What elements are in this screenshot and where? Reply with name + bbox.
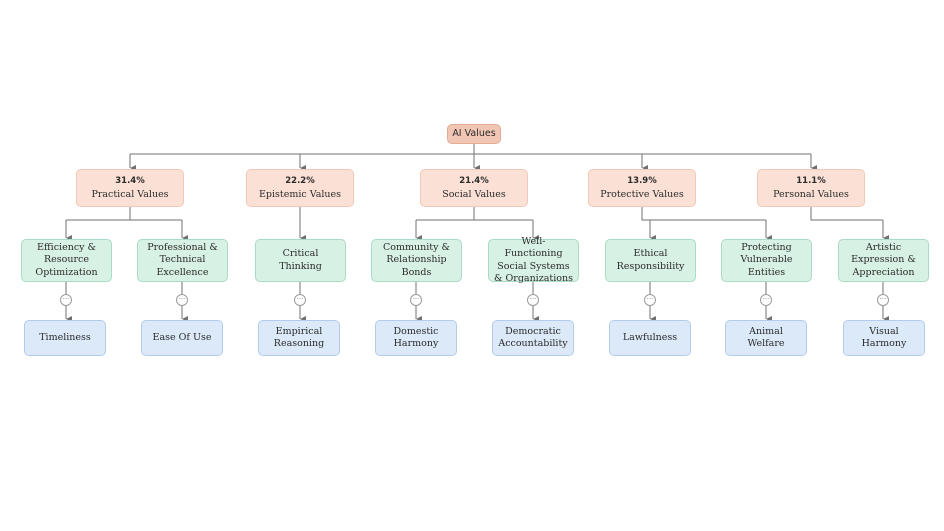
category-social-values: 21.4% Social Values [420,169,528,207]
ellipsis-icon: ··· [644,294,656,306]
category-percent: 13.9% [627,175,657,186]
category-label: Practical Values [91,188,169,200]
subcategory-artistic-expression-appreciation: Artistic Expression & Appreciation [838,239,929,282]
subcategory-protecting-vulnerable-entities: Protecting Vulnerable Entities [721,239,812,282]
connector-personal-bus [810,207,883,221]
value-animal-welfare: Animal Welfare [725,320,807,356]
subcategory-label: Protecting Vulnerable Entities [740,241,793,278]
value-label: Ease Of Use [152,331,212,343]
subcategory-professional-technical-excellence: Professional & Technical Excellence [137,239,228,282]
value-label: Visual Harmony [861,325,907,350]
value-domestic-harmony: Domestic Harmony [375,320,457,356]
subcategory-label: Community & Relationship Bonds [383,241,450,278]
ellipsis-icon: ··· [294,294,306,306]
ellipsis-icon: ··· [176,294,188,306]
subcategory-efficiency-resource-optimization: Efficiency & Resource Optimization [21,239,112,282]
subcategory-label: Artistic Expression & Appreciation [851,241,916,278]
subcategory-label: Efficiency & Resource Optimization [35,241,98,278]
connector-root-bus [130,144,811,155]
connector-social-bus [416,207,533,221]
subcategory-label: Well-Functioning Social Systems & Organi… [494,235,573,285]
value-empirical-reasoning: Empirical Reasoning [258,320,340,356]
value-timeliness: Timeliness [24,320,106,356]
category-personal-values: 11.1% Personal Values [757,169,865,207]
subcategory-ethical-responsibility: Ethical Responsibility [605,239,696,282]
category-practical-values: 31.4% Practical Values [76,169,184,207]
category-label: Epistemic Values [258,188,342,200]
value-label: Democratic Accountability [498,325,568,350]
connector-protective-bus [641,207,766,221]
value-democratic-accountability: Democratic Accountability [492,320,574,356]
category-protective-values: 13.9% Protective Values [588,169,696,207]
connector-practical-bus [66,207,182,221]
value-label: Animal Welfare [747,325,785,350]
subcategory-label: Ethical Responsibility [616,248,685,272]
value-label: Timeliness [39,331,91,343]
category-label: Protective Values [600,188,684,200]
subcategory-community-relationship-bonds: Community & Relationship Bonds [371,239,462,282]
ellipsis-icon: ··· [877,294,889,306]
category-label: Social Values [442,188,506,200]
value-lawfulness: Lawfulness [609,320,691,356]
value-visual-harmony: Visual Harmony [843,320,925,356]
subcategory-critical-thinking: Critical Thinking [255,239,346,282]
ellipsis-icon: ··· [760,294,772,306]
subcategory-label: Critical Thinking [279,248,322,272]
value-label: Lawfulness [622,331,678,343]
category-percent: 11.1% [796,175,826,186]
root-label: AI Values [452,127,496,139]
value-label: Empirical Reasoning [273,325,325,350]
subcategory-well-functioning-social-systems: Well-Functioning Social Systems & Organi… [488,236,579,284]
category-percent: 31.4% [115,175,145,186]
value-label: Domestic Harmony [393,325,439,350]
ellipsis-icon: ··· [527,294,539,306]
category-percent: 22.2% [285,175,315,186]
category-label: Personal Values [773,188,849,200]
category-percent: 21.4% [459,175,489,186]
category-epistemic-values: 22.2% Epistemic Values [246,169,354,207]
ellipsis-icon: ··· [60,294,72,306]
value-ease-of-use: Ease Of Use [141,320,223,356]
root-node-ai-values: AI Values [447,124,501,144]
subcategory-label: Professional & Technical Excellence [147,241,218,278]
ellipsis-icon: ··· [410,294,422,306]
